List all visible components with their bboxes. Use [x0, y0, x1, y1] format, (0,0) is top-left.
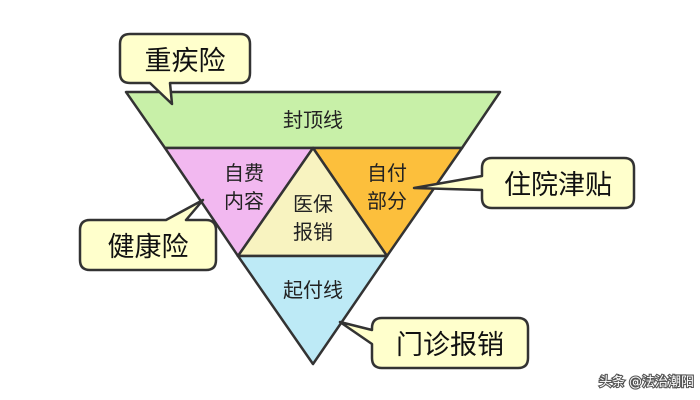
left-segment-label-line1: 自费 [224, 161, 264, 185]
right-segment-label-line1: 自付 [367, 161, 407, 185]
callout-hospital-allowance: 住院津贴 [412, 156, 636, 210]
callout-hospital-allowance-bubble [412, 156, 636, 210]
callout-critical-illness: 重疾险 [118, 32, 252, 106]
top-band-label: 封顶线 [283, 108, 343, 132]
callout-health-insurance-bubble [78, 198, 218, 272]
callout-outpatient: 门诊报销 [338, 316, 530, 370]
bottom-segment-label: 起付线 [283, 278, 343, 302]
center-segment-label-line1: 医保 [293, 192, 333, 216]
callout-health-insurance: 健康险 [78, 198, 218, 272]
watermark-text: 头条 @法治潮阳 [599, 374, 694, 390]
callout-outpatient-text: 门诊报销 [396, 330, 504, 361]
bottom-segment [236, 254, 389, 366]
left-segment-label-line2: 内容 [224, 189, 264, 213]
callout-hospital-allowance-text: 住院津贴 [504, 170, 612, 201]
callout-health-insurance-text: 健康险 [108, 232, 189, 263]
callout-critical-illness-bubble [118, 32, 252, 106]
callout-outpatient-bubble [338, 316, 530, 370]
center-segment-label-line2: 报销 [293, 220, 333, 244]
callout-critical-illness-text: 重疾险 [145, 46, 226, 77]
right-segment-label-line2: 部分 [367, 189, 407, 213]
